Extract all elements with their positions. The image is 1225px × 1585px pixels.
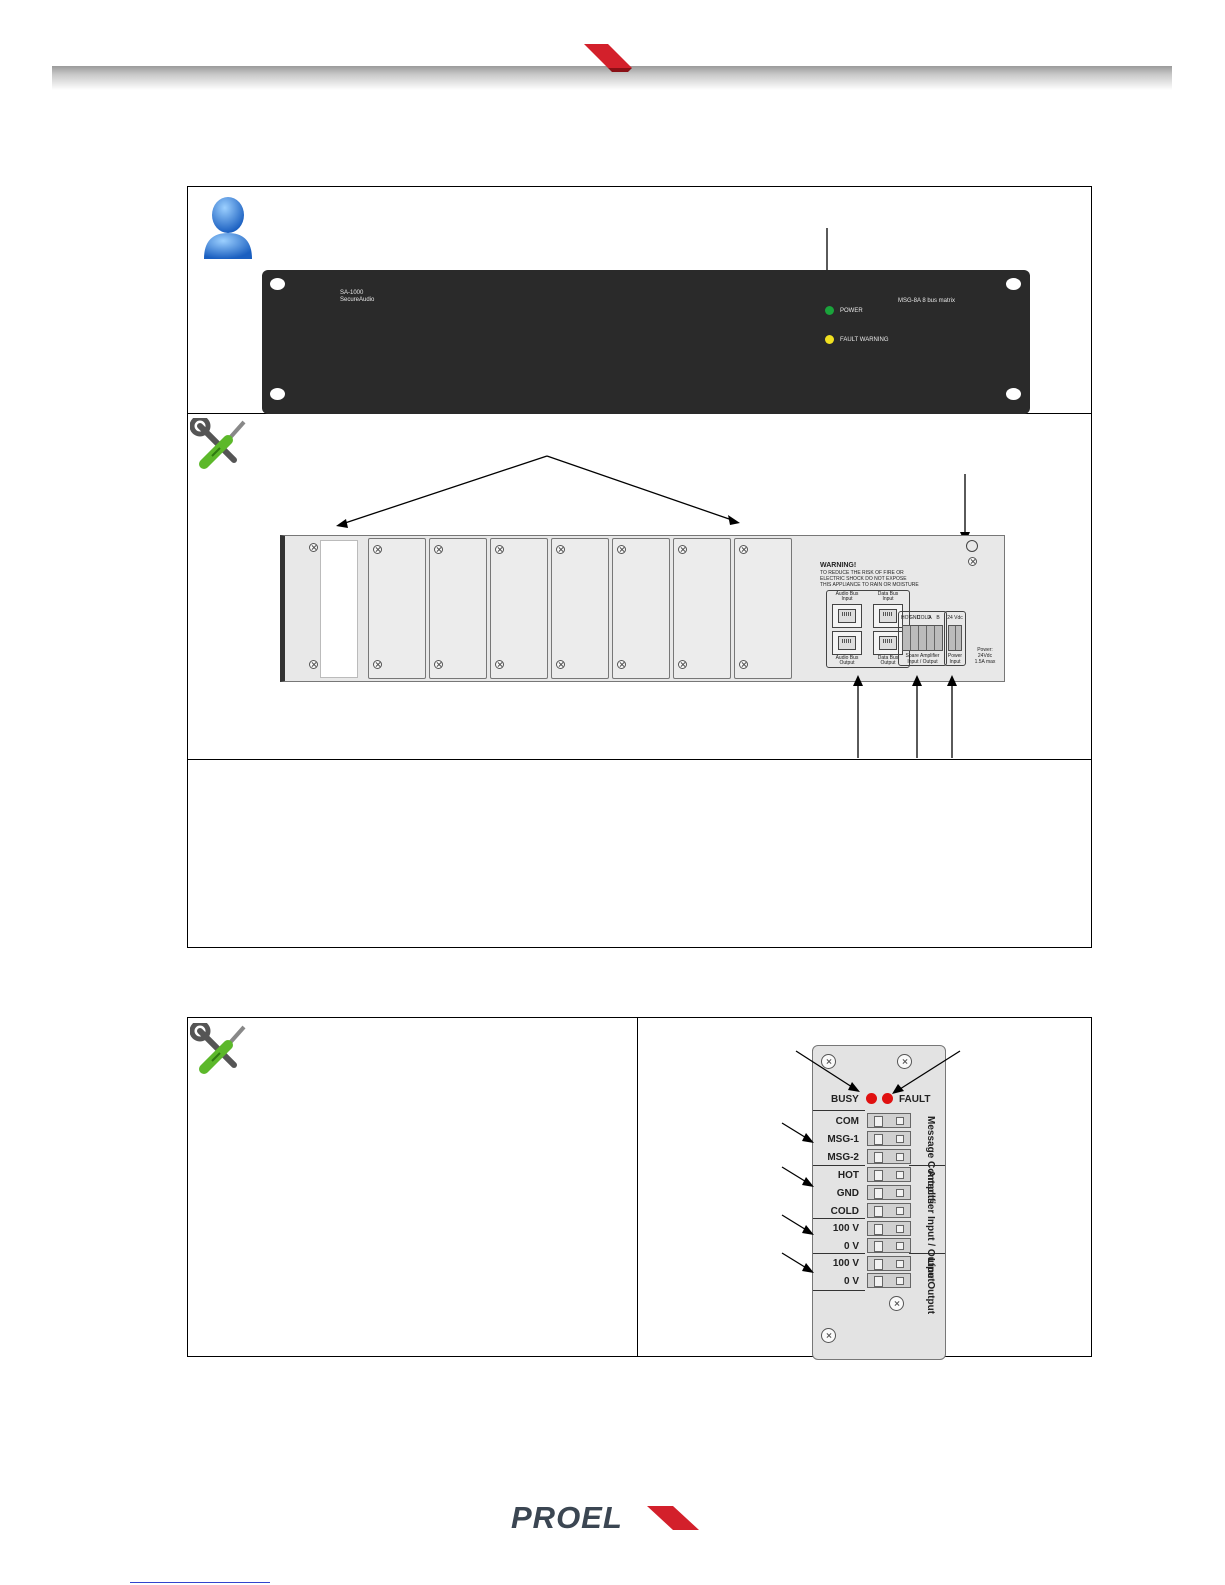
ground-symbol-icon (966, 540, 978, 552)
terminal (867, 1131, 911, 1146)
empty-slot (320, 540, 358, 678)
module-box (187, 1017, 1092, 1357)
terminal-label: MSG-2 (827, 1152, 859, 1163)
fault-led (825, 335, 834, 344)
slot-card (551, 538, 609, 679)
terminal-label: 100 V (832, 1258, 859, 1269)
power-spec: Power: (977, 647, 993, 653)
screw (309, 660, 318, 669)
screw (968, 557, 977, 566)
terminal (867, 1273, 911, 1288)
terminal-label: COM (835, 1116, 859, 1127)
fault-led-label: FAULT WARNING (840, 337, 889, 343)
mount-hole (270, 278, 285, 290)
data-bus-input-label: Input (882, 596, 894, 602)
spare-amplifier-connector (898, 611, 947, 666)
pointer-arrows-module (781, 1050, 961, 1273)
terminal (867, 1167, 911, 1182)
power-spec: 24Vdc (977, 653, 993, 659)
terminal (867, 1149, 911, 1164)
footer-logo-text: PROEL (511, 1500, 623, 1535)
spare-amp-pin: COLD (917, 615, 931, 621)
front-module-name: MSG-8A 8 bus matrix (898, 298, 956, 304)
warning-line: THIS APPLIANCE TO RAIN OR MOISTURE (820, 582, 919, 588)
mount-hole (1006, 388, 1021, 400)
spare-amp-pin: A (928, 615, 932, 621)
terminal (867, 1256, 911, 1271)
screw (897, 1054, 912, 1069)
spare-amp-pin: GND (909, 615, 921, 621)
module-card: BUSY FAULT COM MSG-1 MSG-2 HOT GND COLD … (812, 1045, 946, 1360)
footer-logo: PROEL (511, 1500, 699, 1536)
spare-amp-pin: HOT (901, 615, 912, 621)
audio-bus-output-label: Output (839, 660, 855, 666)
terminal-label: MSG-1 (827, 1134, 859, 1145)
user-icon (204, 197, 252, 259)
footer-rule (130, 1582, 270, 1583)
slot-card (368, 538, 426, 679)
terminal (867, 1238, 911, 1253)
power-label: Power (947, 653, 963, 659)
terminal-label: 100 V (832, 1223, 859, 1234)
module-box-divider (637, 1017, 638, 1357)
spare-amp-pin: B (936, 615, 940, 621)
front-panel: SA-1000 SecureAudio MSG-8A 8 bus matrix … (262, 270, 1030, 414)
busy-led (866, 1093, 877, 1104)
header-chevron-icon (584, 44, 632, 72)
panels-box (187, 186, 1092, 948)
screw (821, 1054, 836, 1069)
terminal-label: 0 V (843, 1241, 859, 1252)
warning-line: ELECTRIC SHOCK DO NOT EXPOSE (820, 576, 907, 582)
front-model: SA-1000 (340, 290, 364, 296)
terminal-label: COLD (830, 1206, 859, 1217)
rear-panel: WARNING! TO REDUCE THE RISK OF FIRE OR E… (280, 535, 1005, 682)
audio-bus-input-label: Input (841, 596, 853, 602)
slot-card (612, 538, 670, 679)
warning-title: WARNING! (820, 562, 857, 569)
power-led (825, 306, 834, 315)
power-label: Input (949, 659, 961, 665)
audio-bus-output-label: Audio Bus (835, 655, 859, 661)
pointer-arrows-connectors (853, 675, 957, 758)
data-bus-input-label: Data Bus (877, 591, 899, 597)
audio-bus-input-jack (832, 604, 862, 628)
data-bus-input-jack (873, 604, 903, 628)
screw (309, 543, 318, 552)
screw (821, 1328, 836, 1343)
slot-card (429, 538, 487, 679)
warning-line: TO REDUCE THE RISK OF FIRE OR (820, 570, 904, 576)
fault-led (882, 1093, 893, 1104)
terminal-label: HOT (837, 1170, 859, 1181)
slot-card (734, 538, 792, 679)
logo-chevron-icon (647, 1506, 699, 1530)
power-voltage: 24 Vdc (947, 615, 963, 621)
pointer-arrows-slots (336, 455, 740, 528)
terminal-label: GND (836, 1188, 859, 1199)
fault-label: FAULT (899, 1094, 931, 1105)
power-connector (944, 611, 966, 666)
power-spec: 1.5A max (974, 659, 996, 665)
spare-amp-label: Input / Output (907, 659, 938, 665)
slot-card (490, 538, 548, 679)
mount-hole (1006, 278, 1021, 290)
mount-hole (270, 388, 285, 400)
terminal-label: 0 V (843, 1276, 859, 1287)
audio-bus-input-label: Audio Bus (835, 591, 859, 597)
slot-card (673, 538, 731, 679)
audio-bus-output-jack (832, 631, 862, 655)
front-brand: SecureAudio (340, 297, 375, 303)
power-led-label: POWER (840, 308, 863, 314)
tools-icon (190, 1023, 246, 1074)
data-bus-output-label: Data Bus (877, 655, 899, 661)
tools-icon (190, 418, 246, 469)
screw (889, 1296, 904, 1311)
terminal (867, 1113, 911, 1128)
spare-amp-label: Spare Amplifier (905, 653, 940, 659)
panels-divider-2 (187, 759, 1092, 760)
data-bus-output-label: Output (880, 660, 896, 666)
busy-label: BUSY (831, 1094, 859, 1105)
terminal (867, 1203, 911, 1218)
terminal (867, 1221, 911, 1236)
terminal (867, 1185, 911, 1200)
